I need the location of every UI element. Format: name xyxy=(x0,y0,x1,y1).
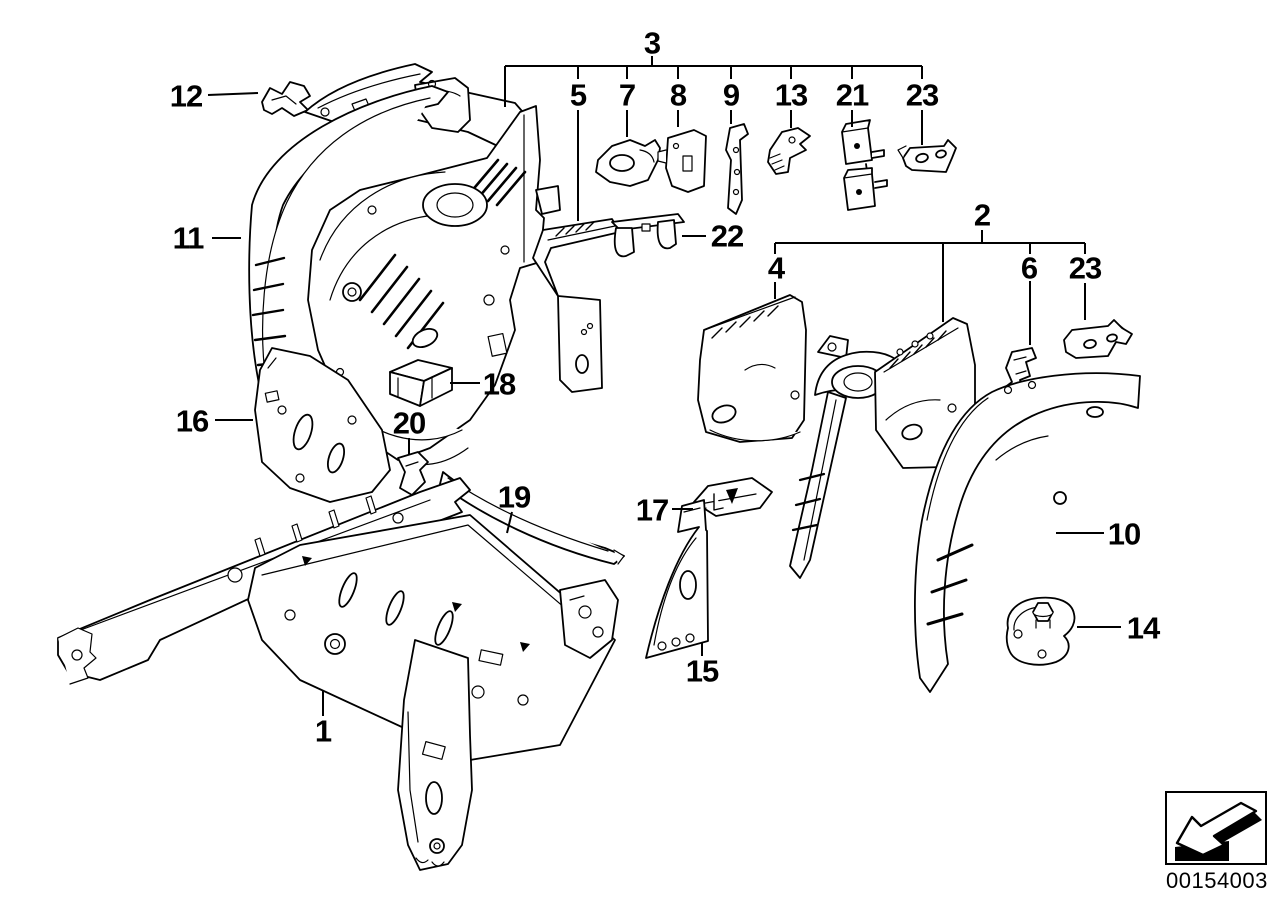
part-drawing-22 xyxy=(611,213,685,258)
callout-5[interactable]: 5 xyxy=(569,77,587,113)
callout-21[interactable]: 21 xyxy=(835,77,869,113)
callout-8[interactable]: 8 xyxy=(669,77,687,113)
part-drawing-10 xyxy=(914,372,1141,693)
part-drawing-3-wheelhouse xyxy=(307,105,561,466)
part-drawing-15 xyxy=(645,499,709,659)
callout-23[interactable]: 23 xyxy=(905,77,939,113)
callout-18[interactable]: 18 xyxy=(482,366,516,402)
part-drawing-5 xyxy=(532,218,621,393)
callout-16[interactable]: 16 xyxy=(175,403,209,439)
callout-1[interactable]: 1 xyxy=(314,713,332,749)
part-drawing-14 xyxy=(1005,596,1076,666)
part-drawing-7 xyxy=(595,139,661,187)
callout-14[interactable]: 14 xyxy=(1126,610,1160,646)
leader-line xyxy=(506,511,513,534)
part-drawing-8 xyxy=(657,129,707,193)
part-drawing-16 xyxy=(254,347,391,503)
part-drawing-13 xyxy=(767,127,811,175)
callout-12[interactable]: 12 xyxy=(169,78,203,114)
doc-stamp-box xyxy=(1165,791,1267,865)
callout-20[interactable]: 20 xyxy=(392,405,426,441)
callout-13[interactable]: 13 xyxy=(774,77,808,113)
part-drawing-12 xyxy=(261,81,311,117)
part-drawing-4 xyxy=(697,294,807,443)
callout-17[interactable]: 17 xyxy=(635,492,669,528)
callout-6[interactable]: 6 xyxy=(1020,250,1038,286)
part-drawing-18 xyxy=(389,359,453,407)
part-drawing-17 xyxy=(687,477,773,517)
callout-7[interactable]: 7 xyxy=(618,77,636,113)
part-drawing-21 xyxy=(841,119,888,211)
part-drawing-20 xyxy=(397,451,429,496)
doc-number: 00154003 xyxy=(1166,868,1268,893)
callout-11[interactable]: 11 xyxy=(172,220,205,256)
part-drawing-9 xyxy=(725,123,749,215)
callout-19[interactable]: 19 xyxy=(497,479,531,515)
callout-15[interactable]: 15 xyxy=(685,653,719,689)
leader-line xyxy=(207,92,259,96)
callout-4[interactable]: 4 xyxy=(767,250,785,286)
callout-22[interactable]: 22 xyxy=(710,218,744,254)
part-drawing-2 xyxy=(789,317,976,579)
part-drawing-23-right xyxy=(1063,319,1133,359)
part-drawing-1 xyxy=(57,477,619,871)
callout-9[interactable]: 9 xyxy=(722,77,740,113)
callout-23[interactable]: 23 xyxy=(1068,250,1102,286)
callout-3[interactable]: 3 xyxy=(643,25,661,61)
part-drawing-23-left xyxy=(897,139,957,173)
back-arrow-icon xyxy=(1175,801,1262,861)
callout-10[interactable]: 10 xyxy=(1107,516,1141,552)
callout-2[interactable]: 2 xyxy=(973,197,991,233)
